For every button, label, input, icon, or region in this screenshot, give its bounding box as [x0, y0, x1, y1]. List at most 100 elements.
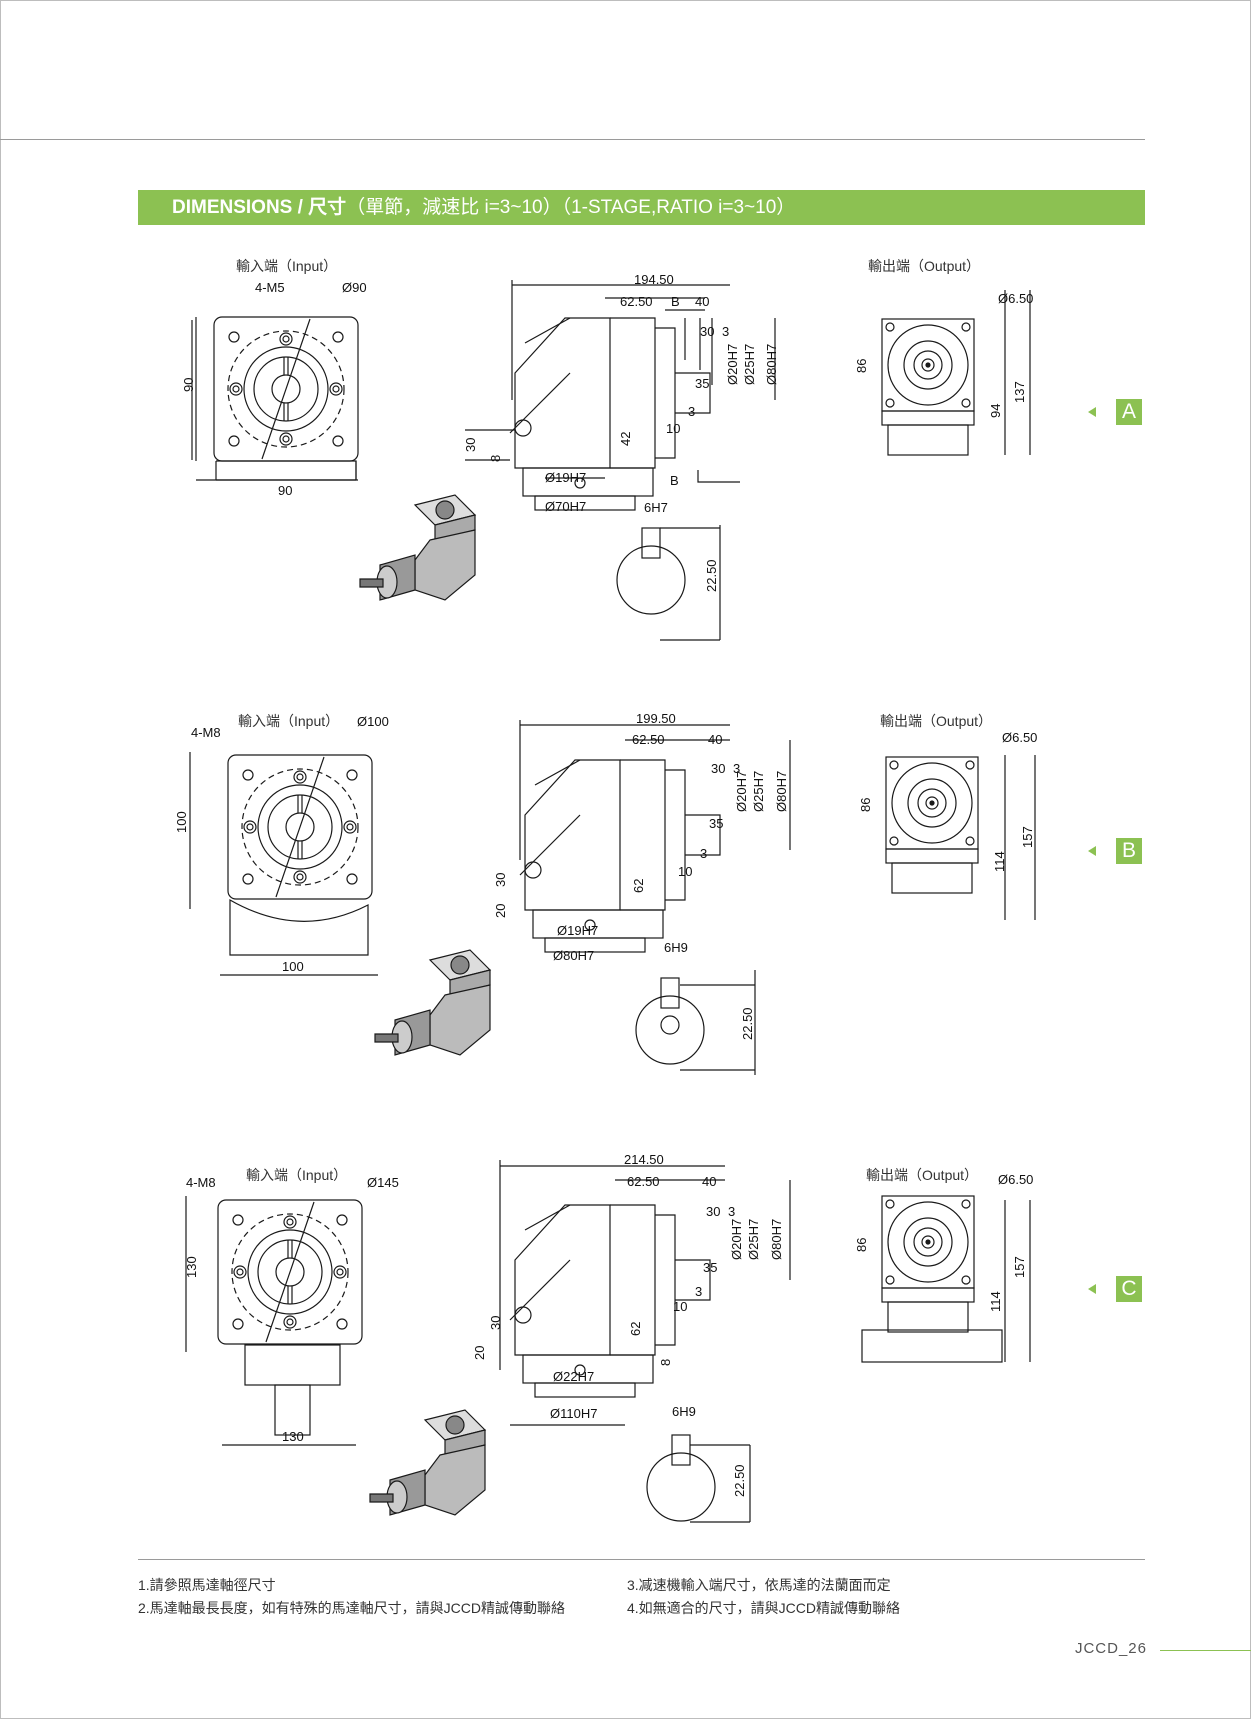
c-h30: 30 — [488, 1316, 503, 1330]
b-l35: 35 — [709, 816, 723, 831]
a-h8: 8 — [488, 455, 503, 462]
b-l10: 10 — [678, 864, 692, 879]
b-key-height: 22.50 — [740, 1007, 755, 1040]
c-out-h2: 157 — [1012, 1256, 1027, 1278]
a-l35: 35 — [695, 376, 709, 391]
b-input-label: 輸入端（Input） — [238, 713, 339, 729]
c-overall: 214.50 — [624, 1152, 664, 1167]
b-d3: Ø80H7 — [774, 771, 789, 812]
section-b-tag: B — [1116, 838, 1142, 864]
b-bore: Ø19H7 — [557, 923, 598, 938]
b-key-width: 6H9 — [664, 940, 688, 955]
notes-rule — [138, 1559, 1145, 1560]
a-h42: 42 — [618, 432, 633, 446]
b-keylen: 30 — [711, 761, 725, 776]
a-shaft: 40 — [695, 294, 709, 309]
a-l3: 3 — [688, 404, 695, 419]
b-pilot: Ø80H7 — [553, 948, 594, 963]
c-l35: 35 — [703, 1260, 717, 1275]
b-out-hole: Ø6.50 — [1002, 730, 1037, 745]
c-flange: 62.50 — [627, 1174, 660, 1189]
a-sec2: B — [670, 473, 679, 488]
a-overall: 194.50 — [634, 272, 674, 287]
b-overall: 199.50 — [636, 711, 676, 726]
c-output-label: 輸出端（Output） — [866, 1167, 978, 1183]
c-d2: Ø25H7 — [746, 1219, 761, 1260]
section-b-arrow-icon — [1088, 846, 1096, 856]
c-height: 130 — [184, 1256, 199, 1278]
b-d2: Ø25H7 — [751, 771, 766, 812]
b-h62: 62 — [631, 879, 646, 893]
note-2: 2.馬達軸最長長度，如有特殊的馬達軸尺寸，請與JCCD精誠傳動聯絡 — [138, 1600, 566, 1616]
b-d1: Ø20H7 — [734, 771, 749, 812]
section-c-arrow-icon — [1088, 1284, 1096, 1294]
a-l10: 10 — [666, 421, 680, 436]
a-width: 90 — [278, 483, 292, 498]
a-height: 90 — [181, 378, 196, 392]
b-flange: 62.50 — [632, 732, 665, 747]
a-bore: Ø19H7 — [545, 470, 586, 485]
b-h20: 20 — [493, 904, 508, 918]
c-out-h1: 114 — [988, 1291, 1003, 1312]
section-c-tag: C — [1116, 1276, 1142, 1302]
a-d1: Ø20H7 — [725, 344, 740, 385]
c-d3: Ø80H7 — [769, 1219, 784, 1260]
c-key-height: 22.50 — [732, 1464, 747, 1497]
a-pcd: Ø90 — [342, 280, 367, 295]
b-height: 100 — [174, 811, 189, 833]
a-keylen: 30 — [700, 324, 714, 339]
section-a-drawings — [191, 280, 1031, 641]
a-output-label: 輸出端（Output） — [868, 258, 980, 274]
a-flange: 62.50 — [620, 294, 653, 309]
c-keylen: 30 — [706, 1204, 720, 1219]
note-4: 4.如無適合的尺寸，請與JCCD精誠傳動聯絡 — [627, 1600, 901, 1616]
section-b-drawings — [189, 720, 1036, 1075]
c-h8: 8 — [658, 1359, 673, 1366]
b-out-h1: 114 — [992, 851, 1007, 872]
section-a-arrow-icon — [1088, 407, 1096, 417]
c-input-label: 輸入端（Input） — [246, 1167, 347, 1183]
b-output-label: 輸出端（Output） — [880, 713, 992, 729]
b-width: 100 — [282, 959, 304, 974]
c-h20: 20 — [472, 1346, 487, 1360]
a-out-h2: 137 — [1012, 381, 1027, 403]
page-number-rule — [1160, 1650, 1251, 1651]
a-d2: Ø25H7 — [742, 344, 757, 385]
b-out-square: 86 — [858, 798, 873, 812]
page-number: JCCD_26 — [1074, 1640, 1147, 1657]
a-key-width: 6H7 — [644, 500, 668, 515]
banner-title-rest: （單節，減速比 i=3~10）（1-STAGE,RATIO i=3~10） — [346, 197, 796, 218]
c-bore: Ø22H7 — [553, 1369, 594, 1384]
a-step: 3 — [722, 324, 729, 339]
section-a-tag: A — [1116, 399, 1142, 425]
a-d3: Ø80H7 — [764, 344, 779, 385]
c-key-width: 6H9 — [672, 1404, 696, 1419]
b-h30: 30 — [493, 873, 508, 887]
c-out-square: 86 — [854, 1238, 869, 1252]
b-shaft: 40 — [708, 732, 722, 747]
section-c-drawings — [185, 1160, 1031, 1523]
c-width: 130 — [282, 1429, 304, 1444]
a-input-label: 輸入端（Input） — [236, 258, 337, 274]
b-holes: 4-M8 — [191, 725, 221, 740]
a-out-hole: Ø6.50 — [998, 291, 1033, 306]
c-l10: 10 — [673, 1299, 687, 1314]
note-1: 1.請參照馬達軸徑尺寸 — [138, 1577, 276, 1593]
a-key-height: 22.50 — [704, 559, 719, 592]
c-pcd: Ø145 — [367, 1175, 399, 1190]
banner-title-bold: DIMENSIONS / 尺寸 — [172, 197, 347, 218]
a-pilot: Ø70H7 — [545, 499, 586, 514]
b-l3: 3 — [700, 846, 707, 861]
b-pcd: Ø100 — [357, 714, 389, 729]
b-step: 3 — [733, 761, 740, 776]
a-out-square: 86 — [854, 359, 869, 373]
c-holes: 4-M8 — [186, 1175, 216, 1190]
c-step: 3 — [728, 1204, 735, 1219]
c-shaft: 40 — [702, 1174, 716, 1189]
top-rule — [0, 139, 1145, 140]
c-l3: 3 — [695, 1284, 702, 1299]
c-pilot: Ø110H7 — [550, 1406, 597, 1421]
a-h30: 30 — [463, 438, 478, 452]
a-sec1: B — [671, 294, 680, 309]
